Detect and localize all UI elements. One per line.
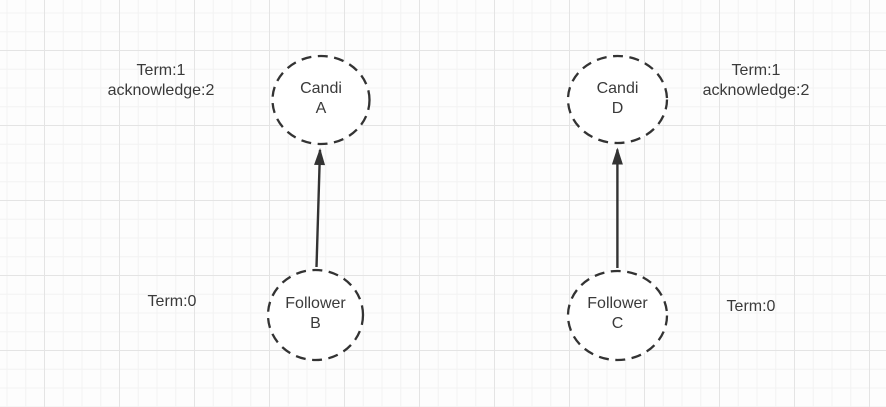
edge-follower-b-to-candi-a[interactable]	[314, 148, 326, 268]
node-follower-b-label[interactable]: Follower B	[285, 295, 346, 332]
annotation-left-follower-state[interactable]: Term:0	[147, 293, 197, 310]
annotation-left-candidate-state[interactable]: Term:1 acknowledge:2	[107, 62, 215, 99]
node-follower-c-label[interactable]: Follower C	[587, 295, 648, 332]
node-candi-d-shape[interactable]	[566, 54, 669, 145]
annotation-right-follower-state[interactable]: Term:0	[726, 298, 776, 315]
node-candi-a-label[interactable]: Candi A	[300, 80, 342, 117]
node-candi-a-shape[interactable]	[271, 54, 371, 146]
annotation-right-candidate-state[interactable]: Term:1 acknowledge:2	[702, 62, 810, 99]
node-candi-d-label[interactable]: Candi D	[596, 80, 639, 117]
node-follower-b-shape[interactable]	[266, 268, 365, 362]
node-follower-c-shape[interactable]	[566, 269, 669, 362]
